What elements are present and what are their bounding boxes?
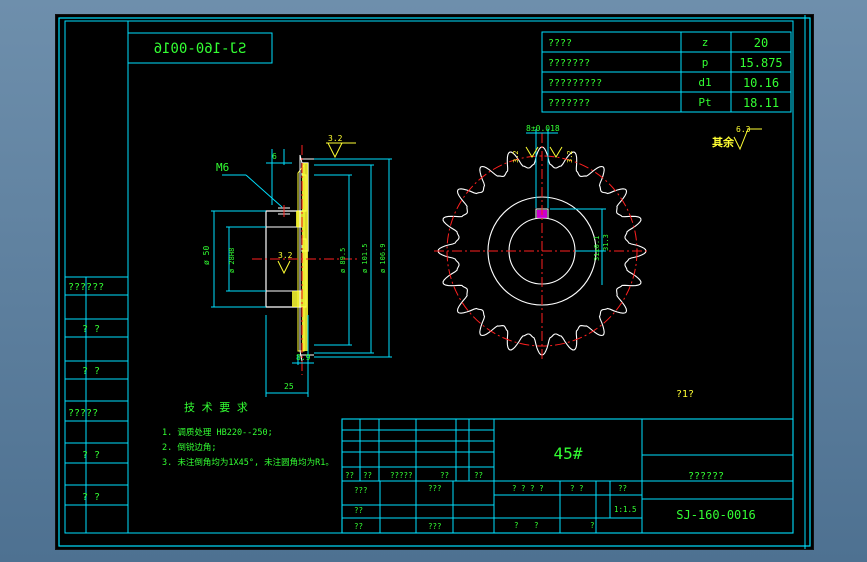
title-cell: ? ? <box>570 484 584 493</box>
scale-note: ?1? <box>676 389 694 400</box>
dim-d89: ø 89.5 <box>339 248 347 273</box>
drawing-number: SJ-160-0016 <box>676 508 755 522</box>
dim-6: 6 <box>272 152 277 161</box>
side-label: ? ? <box>82 324 100 335</box>
rough-top: 3.2 <box>328 134 343 143</box>
side-label: ?????? <box>68 282 104 293</box>
tech-item: 3. 未注倒角均为1X45°, 未注圆角均为R1。 <box>162 457 334 468</box>
outer-frame <box>58 17 811 547</box>
tech-item: 1. 调质处理 HB220--250; <box>162 427 273 438</box>
dim-25: 25 <box>284 382 294 391</box>
title-cell: ?? <box>354 506 363 515</box>
part-name: ?????? <box>688 471 724 482</box>
section-view: M6 ø 50 ø 28H8 ø 89.5 ø 101.5 ø 106.9 6 … <box>202 134 392 397</box>
dim-d101: ø 101.5 <box>361 243 369 273</box>
inner-frame <box>64 20 794 534</box>
rough-right: 3.2 <box>566 150 574 163</box>
title-cell: ??? <box>428 522 442 531</box>
rough-left: 3.2 <box>512 150 520 163</box>
side-label: ????? <box>68 408 98 419</box>
title-block: 45# ?????? SJ-160-0016 ?? ?? ????? ?? ??… <box>341 418 794 534</box>
scale-value: 1:1.5 <box>614 505 637 514</box>
tech-requirements: 技 术 要 求 1. 调质处理 HB220--250; 2. 倒锐边角; 3. … <box>162 401 334 468</box>
mirrored-drawing-number: SJ-160-0016 <box>154 41 247 57</box>
title-cell: ????? <box>390 471 413 480</box>
side-label-column: ?????? ? ? ? ? ????? ? ? ? ? <box>65 276 128 533</box>
title-cell: ? ? ? ? <box>512 484 544 493</box>
dim-d106: ø 106.9 <box>379 243 387 273</box>
title-cell: ? <box>590 521 595 530</box>
title-cell: ? <box>534 521 539 530</box>
title-cell: ?? <box>363 471 372 480</box>
rough-mid: 3.2 <box>278 251 293 260</box>
rest-value: 6.3 <box>736 125 751 134</box>
param-symbol: Pt <box>698 96 711 109</box>
title-cell: ?? <box>354 522 363 531</box>
tech-item: 2. 倒锐边角; <box>162 442 216 453</box>
param-label: ??????? <box>548 58 590 69</box>
title-cell: ?? <box>474 471 483 480</box>
title-cell: ??? <box>428 484 442 493</box>
param-value: 18.11 <box>743 96 779 110</box>
side-label: ? ? <box>82 450 100 461</box>
param-symbol: p <box>702 56 709 69</box>
dim-8-9: 8.9 <box>296 353 311 362</box>
dim-d28: ø 28H8 <box>228 248 236 273</box>
rest-roughness-mark: 其余 6.3 <box>712 125 762 151</box>
param-value: 15.875 <box>739 56 782 70</box>
title-cell: ?? <box>618 484 627 493</box>
param-label: ???? <box>548 38 572 49</box>
title-cell: ?? <box>440 471 449 480</box>
key-depth-dim-2: 31.3 <box>602 234 610 251</box>
param-value: 10.16 <box>743 76 779 90</box>
title-cell: ?? <box>345 471 354 480</box>
param-value: 20 <box>754 36 768 50</box>
param-label: ????????? <box>548 78 602 89</box>
param-symbol: z <box>702 36 709 49</box>
hatch-flange <box>302 163 308 351</box>
param-symbol: d1 <box>698 76 711 89</box>
thread-label: M6 <box>216 161 229 174</box>
title-cell: ? <box>514 521 519 530</box>
param-label: ??????? <box>548 98 590 109</box>
drawing-sheet[interactable]: SJ-160-0016 ???? ??????? ????????? ?????… <box>55 14 814 550</box>
params-table: ???? ??????? ????????? ??????? z p d1 Pt… <box>541 31 792 113</box>
drawing-svg: SJ-160-0016 ???? ??????? ????????? ?????… <box>58 15 811 549</box>
title-cell: ??? <box>354 486 368 495</box>
rest-label: 其余 <box>712 135 735 149</box>
side-label: ? ? <box>82 492 100 503</box>
keyway-width-dim: 8±0.018 <box>526 124 560 133</box>
tech-title: 技 术 要 求 <box>184 401 248 414</box>
sprocket-front-view: 8±0.018 3.2 3.2 31±0.1 31.3 <box>434 124 650 359</box>
side-label: ? ? <box>82 366 100 377</box>
mirrored-number-box: SJ-160-0016 <box>128 32 273 64</box>
key-depth-dim: 31±0.1 <box>593 236 601 261</box>
material-value: 45# <box>554 444 583 463</box>
dim-d50: ø 50 <box>202 246 211 265</box>
